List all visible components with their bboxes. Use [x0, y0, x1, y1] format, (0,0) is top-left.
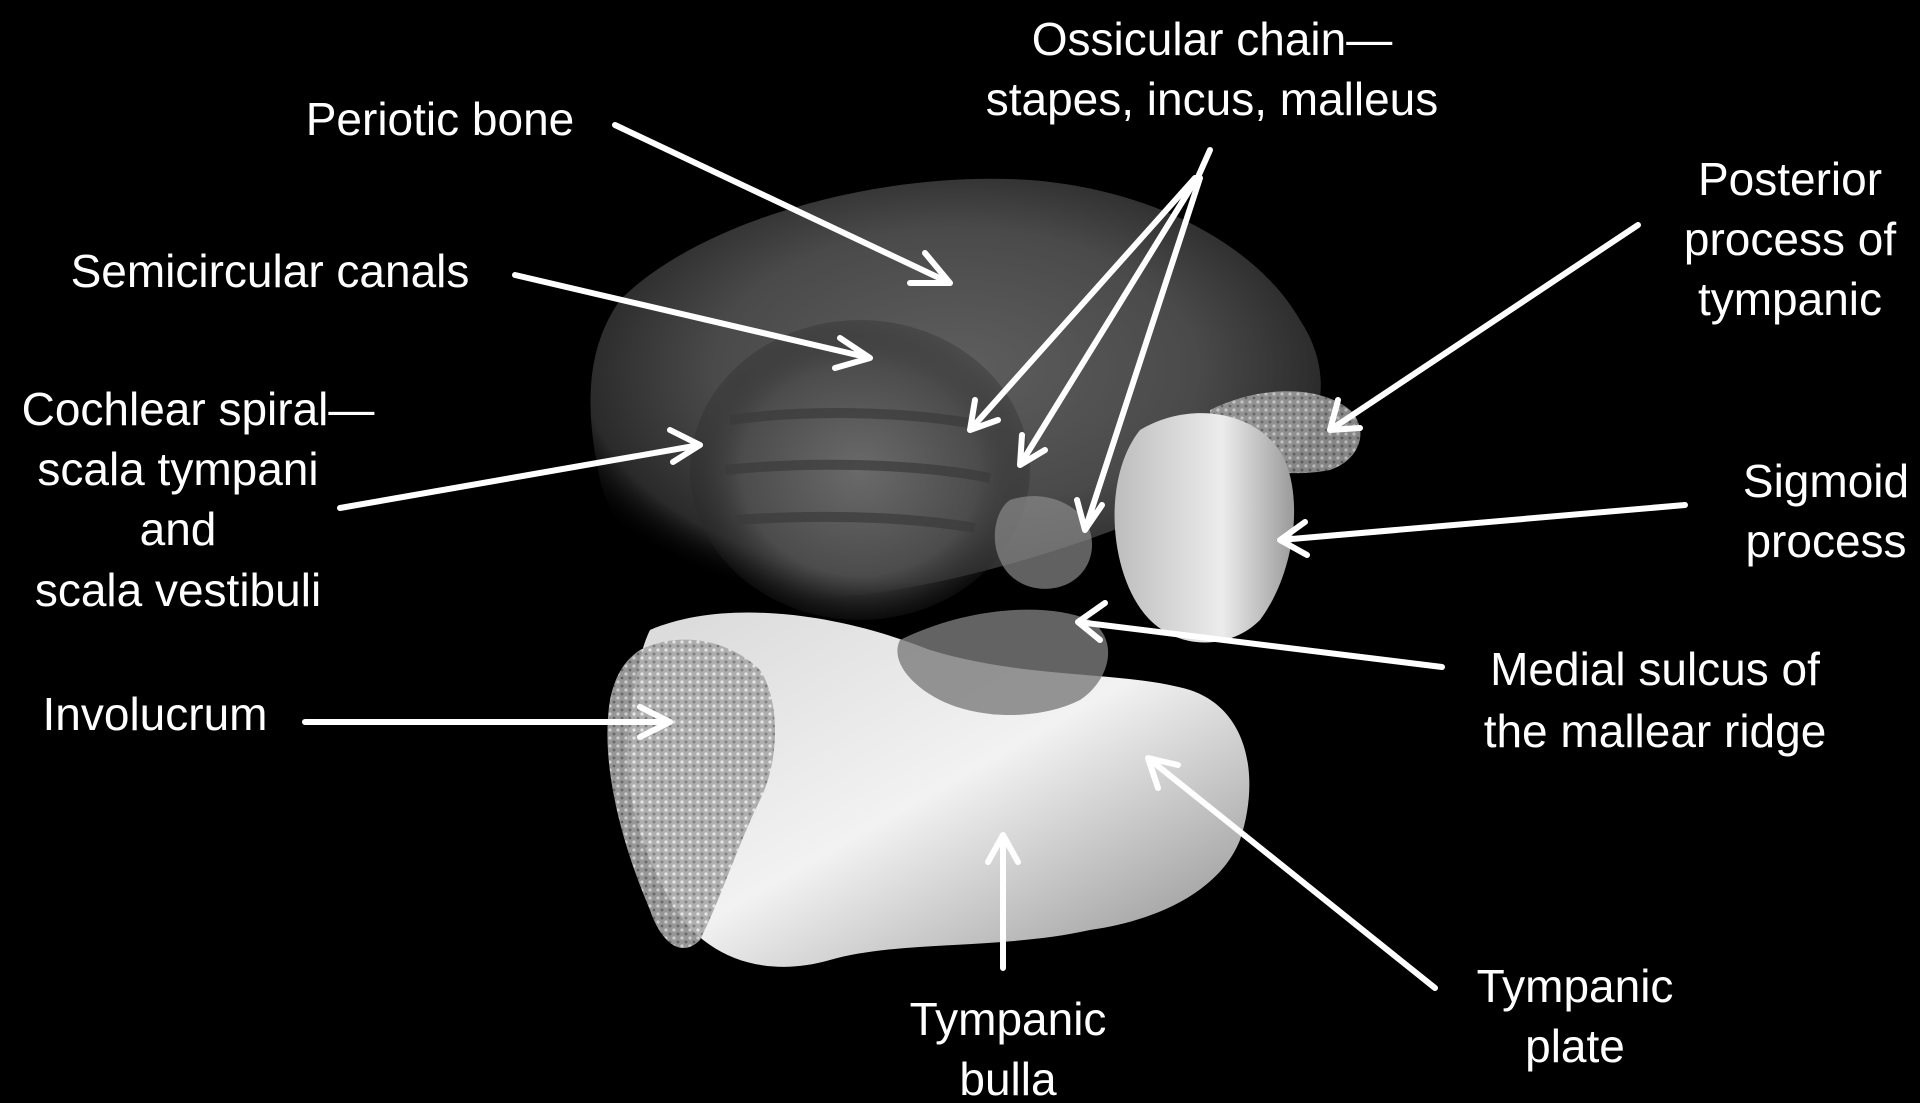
label-cochlear-line4: scala vestibuli	[35, 564, 321, 616]
label-medial-line2: the mallear ridge	[1484, 705, 1827, 757]
label-posterior-line3: tympanic	[1698, 273, 1882, 325]
label-medial-line1: Medial sulcus of	[1490, 643, 1820, 695]
label-bulla-line2: bulla	[959, 1053, 1057, 1103]
label-sigmoid-line1: Sigmoid	[1743, 455, 1909, 507]
label-plate-line1: Tympanic	[1477, 960, 1674, 1012]
label-involucrum: Involucrum	[43, 688, 268, 740]
label-cochlear-line2: scala tympani	[37, 443, 318, 495]
label-bulla-line1: Tympanic	[910, 993, 1107, 1045]
label-posterior-line2: process of	[1684, 213, 1896, 265]
sigmoid-process-shape	[1115, 413, 1295, 642]
label-cochlear-line1: Cochlear spiral—	[22, 383, 375, 435]
label-ossicular-line2: stapes, incus, malleus	[986, 73, 1439, 125]
label-plate-line2: plate	[1525, 1020, 1625, 1072]
label-cochlear-line3: and	[140, 503, 217, 555]
label-sigmoid-line2: process	[1745, 515, 1906, 567]
label-posterior-line1: Posterior	[1698, 153, 1882, 205]
label-periotic-bone: Periotic bone	[306, 93, 575, 145]
label-ossicular-line1: Ossicular chain—	[1032, 13, 1392, 65]
label-semicircular-canals: Semicircular canals	[71, 245, 470, 297]
